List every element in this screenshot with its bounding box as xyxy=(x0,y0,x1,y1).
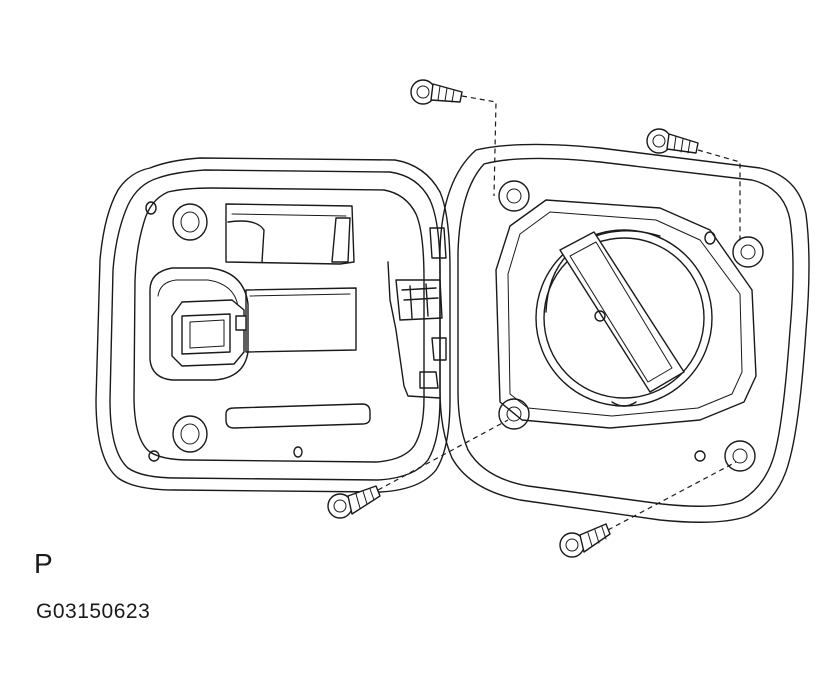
fuel-filler-housing xyxy=(439,143,810,523)
screw-bottom-left xyxy=(327,485,381,519)
figure-code: G03150623 xyxy=(36,600,151,623)
alignment-lines xyxy=(377,95,741,531)
view-label: P xyxy=(34,548,53,579)
fuel-cap xyxy=(535,229,713,407)
screw-bottom-right xyxy=(559,523,611,558)
fuel-lid-door xyxy=(95,157,451,493)
screw-top-right xyxy=(646,128,699,154)
screw-top-left xyxy=(410,79,463,105)
